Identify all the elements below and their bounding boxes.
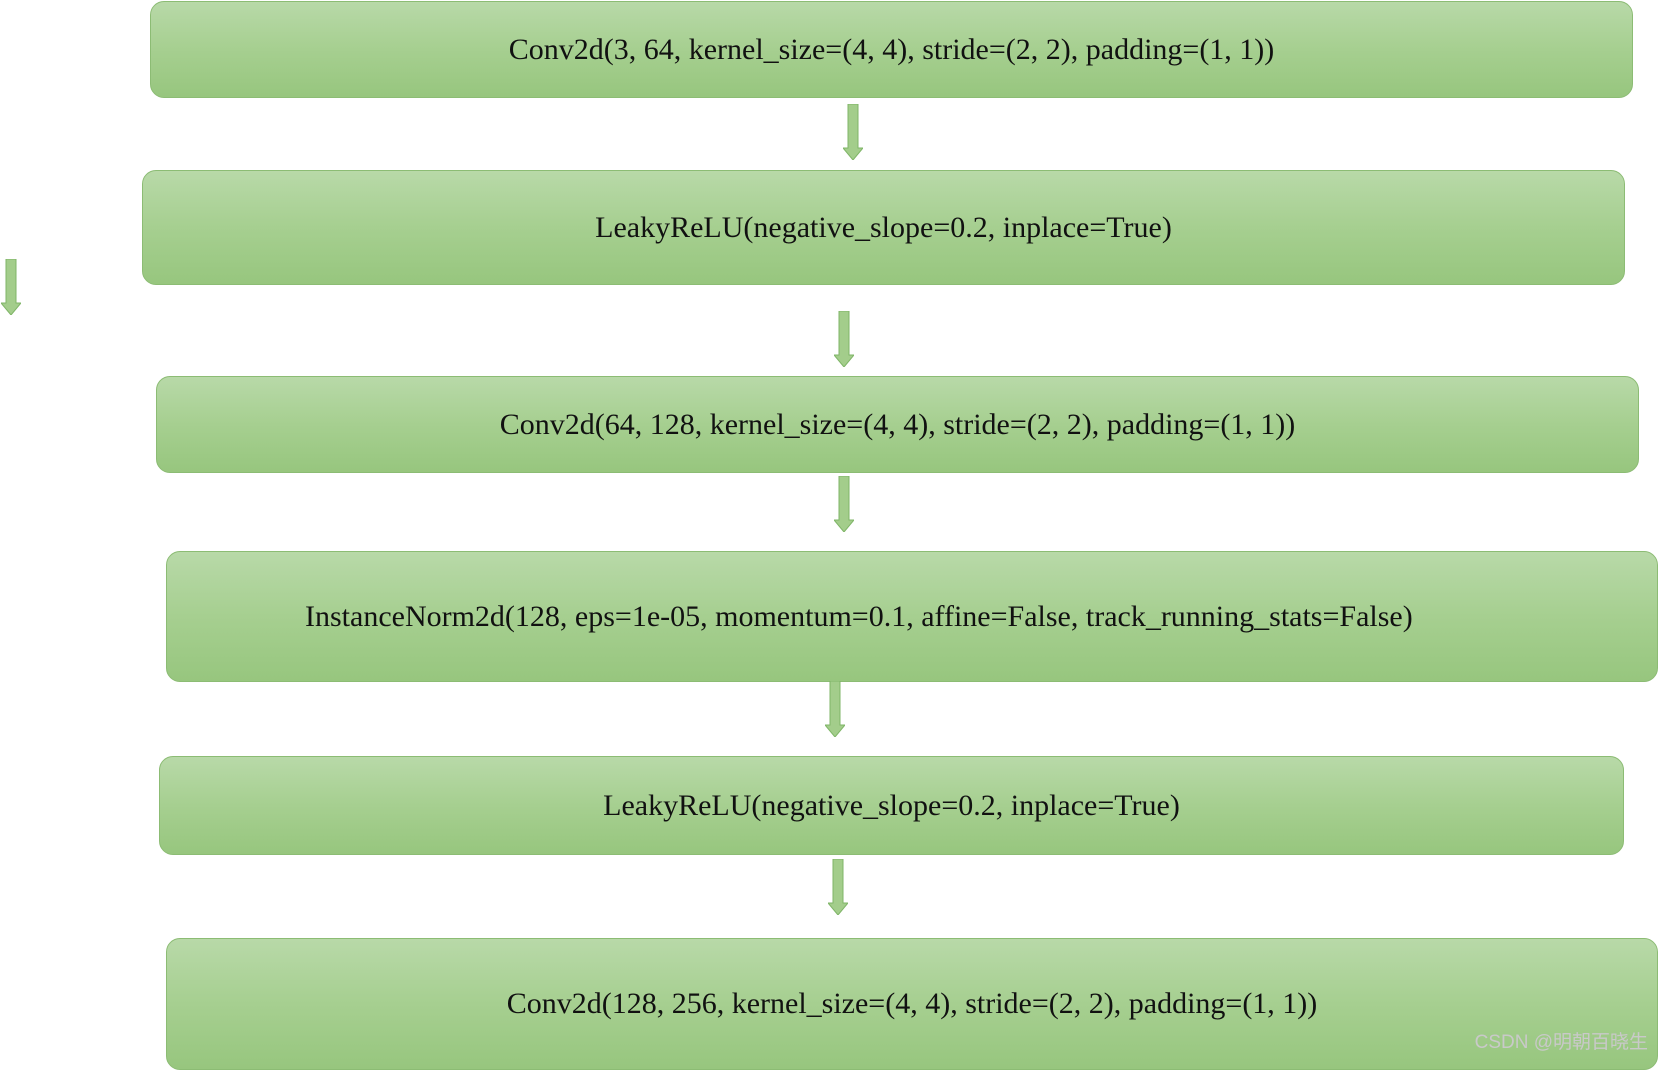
node-leakyrelu-2: LeakyReLU(negative_slope=0.2, inplace=Tr… [159,756,1624,855]
node-leakyrelu-2-label: LeakyReLU(negative_slope=0.2, inplace=Tr… [603,788,1180,822]
watermark: CSDN @明朝百晓生 [1474,1032,1648,1053]
node-conv2d-2-label: Conv2d(64, 128, kernel_size=(4, 4), stri… [499,407,1296,441]
down-arrow-icon [843,104,863,160]
node-instancenorm2d-label: InstanceNorm2d(128, eps=1e-05, momentum=… [305,599,1413,633]
node-conv2d-2: Conv2d(64, 128, kernel_size=(4, 4), stri… [156,376,1639,473]
node-conv2d-1-label: Conv2d(3, 64, kernel_size=(4, 4), stride… [508,32,1275,66]
node-instancenorm2d: InstanceNorm2d(128, eps=1e-05, momentum=… [166,551,1658,682]
down-arrow-icon [828,859,848,915]
node-leakyrelu-1: LeakyReLU(negative_slope=0.2, inplace=Tr… [142,170,1625,285]
stray-down-arrow-icon [1,259,21,315]
node-conv2d-1: Conv2d(3, 64, kernel_size=(4, 4), stride… [150,1,1633,98]
node-conv2d-3-label: Conv2d(128, 256, kernel_size=(4, 4), str… [506,987,1318,1020]
node-leakyrelu-1-label: LeakyReLU(negative_slope=0.2, inplace=Tr… [595,210,1172,244]
down-arrow-icon [825,681,845,737]
down-arrow-icon [834,311,854,367]
down-arrow-icon [834,476,854,532]
node-conv2d-3: Conv2d(128, 256, kernel_size=(4, 4), str… [166,938,1658,1070]
